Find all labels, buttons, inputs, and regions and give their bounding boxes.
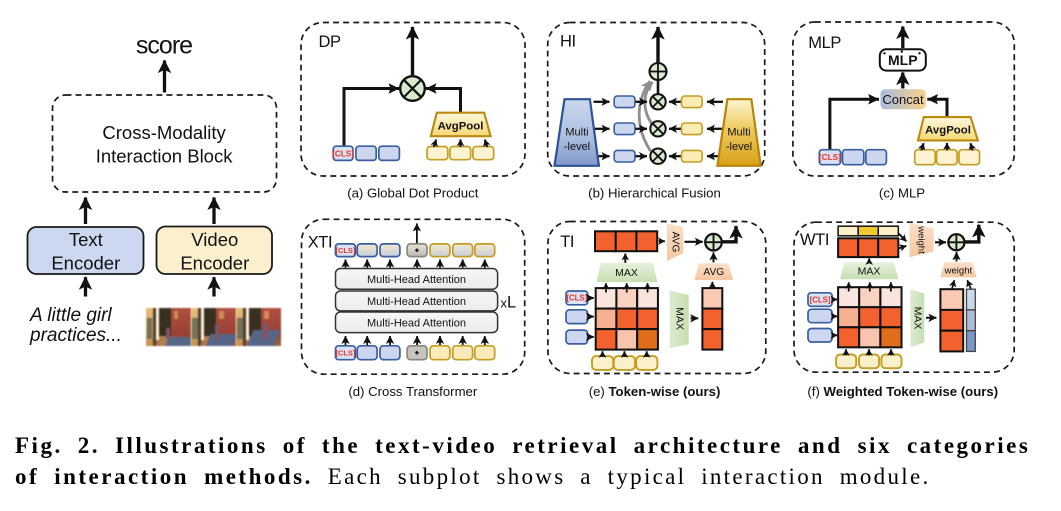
svg-text:AVG: AVG: [669, 232, 680, 253]
svg-text:Interaction Block: Interaction Block: [96, 146, 234, 167]
svg-text:XTI: XTI: [308, 234, 332, 252]
svg-text:WTI: WTI: [800, 231, 829, 249]
svg-text:(f) Weighted Token-wise (ours): (f) Weighted Token-wise (ours): [807, 384, 998, 399]
svg-text:weight: weight: [916, 225, 927, 254]
svg-text:MAX: MAX: [858, 265, 881, 277]
svg-text:Multi-Head Attention: Multi-Head Attention: [367, 274, 466, 286]
svg-text:[CLS]: [CLS]: [810, 295, 831, 304]
svg-text:HI: HI: [560, 33, 576, 51]
svg-text:MAX: MAX: [674, 307, 686, 330]
svg-text:MLP: MLP: [888, 52, 918, 68]
svg-text:Multi-Head Attention: Multi-Head Attention: [367, 318, 466, 330]
svg-text:Video: Video: [191, 229, 238, 250]
svg-text:Concat: Concat: [882, 92, 924, 107]
svg-text:(b) Hierarchical Fusion: (b) Hierarchical Fusion: [588, 186, 721, 201]
svg-text:(c) MLP: (c) MLP: [879, 186, 925, 201]
svg-text:TI: TI: [560, 233, 574, 251]
svg-text:Multi: Multi: [565, 127, 588, 139]
svg-text:MAX: MAX: [912, 307, 924, 330]
svg-text:weight: weight: [944, 266, 973, 277]
svg-text:AVG: AVG: [703, 267, 724, 278]
svg-text:(d) Cross Transformer: (d) Cross Transformer: [348, 384, 478, 399]
svg-text:xL: xL: [501, 294, 517, 312]
svg-text:Multi-Head Attention: Multi-Head Attention: [367, 296, 466, 308]
svg-text:-level: -level: [726, 141, 752, 153]
svg-text:MLP: MLP: [808, 34, 841, 52]
svg-text:[CLS]: [CLS]: [332, 149, 354, 158]
svg-text:Encoder: Encoder: [180, 253, 249, 274]
svg-text:score: score: [136, 32, 192, 60]
svg-text:[CLS]: [CLS]: [566, 294, 587, 303]
svg-text:Text: Text: [69, 229, 103, 250]
svg-text:MAX: MAX: [615, 267, 638, 279]
svg-text:AvgPool: AvgPool: [925, 124, 971, 136]
svg-text:(e) Token-wise (ours): (e) Token-wise (ours): [589, 384, 721, 399]
svg-text:[CLS]: [CLS]: [819, 153, 841, 162]
svg-text:Cross-Modality: Cross-Modality: [102, 122, 226, 143]
svg-text:AvgPool: AvgPool: [438, 120, 484, 132]
svg-text:DP: DP: [319, 33, 342, 51]
svg-text:[CLS]: [CLS]: [336, 246, 356, 255]
svg-text:[CLS]: [CLS]: [336, 348, 356, 357]
svg-text:Encoder: Encoder: [51, 253, 120, 274]
svg-text:(a) Global Dot Product: (a) Global Dot Product: [347, 186, 479, 201]
svg-text:Multi: Multi: [727, 127, 750, 139]
svg-text:-level: -level: [564, 141, 590, 153]
